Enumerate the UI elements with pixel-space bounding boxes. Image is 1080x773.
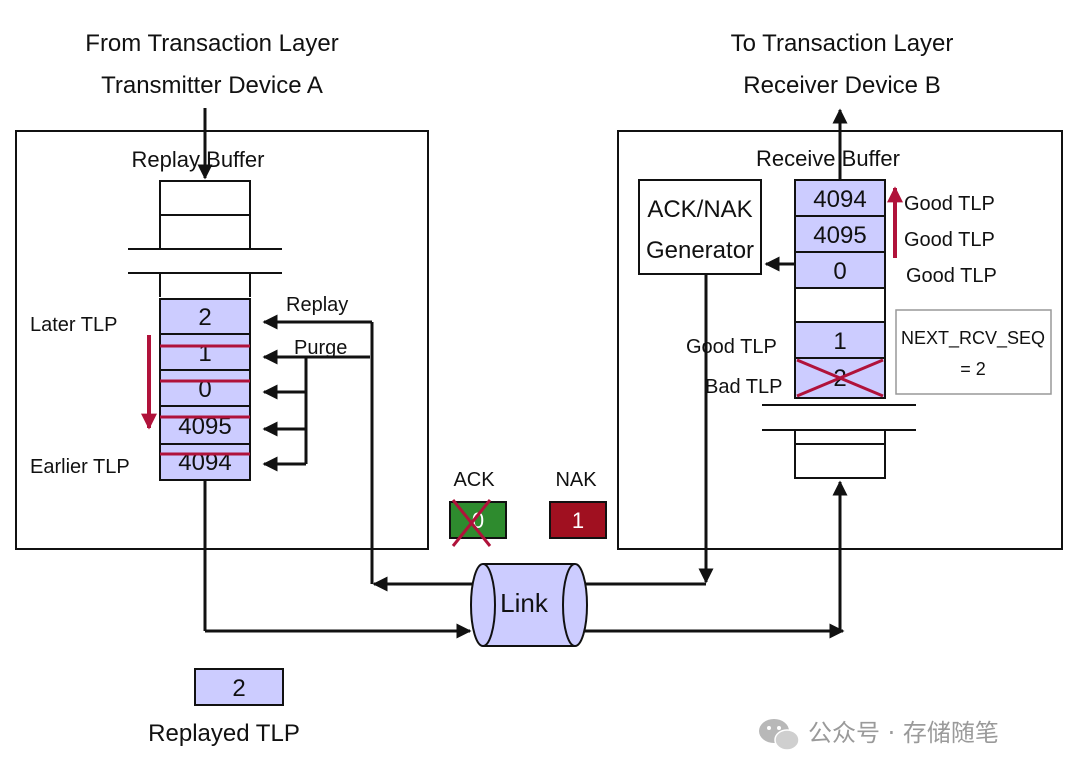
receive-buffer-title: Receive Buffer: [756, 146, 900, 171]
replay-slot-label: 2: [198, 304, 211, 331]
next-rcv-seq-value: = 2: [960, 359, 986, 379]
next-rcv-seq-box: [895, 309, 1052, 395]
bad-tlp-label: Bad TLP: [705, 376, 782, 398]
good-tlp-label: Good TLP: [904, 229, 995, 251]
link-label: Link: [500, 588, 549, 618]
wechat-icon: [759, 719, 800, 751]
header-receiver-device: Receiver Device B: [743, 72, 940, 99]
purge-label: Purge: [294, 337, 347, 359]
header-to-transaction-layer: To Transaction Layer: [731, 30, 954, 57]
nak-dllp: [549, 501, 607, 539]
generator-label-line2: Generator: [646, 237, 754, 264]
receive-slot: [794, 251, 886, 289]
good-tlp-left-label: Good TLP: [686, 336, 777, 358]
receive-empty-slot: [794, 287, 886, 323]
receive-slot-label: 1: [833, 328, 846, 355]
receive-slot-label: 4095: [813, 222, 866, 249]
replay-label: Replay: [286, 294, 348, 316]
watermark-text: 公众号 · 存储随笔: [808, 719, 999, 747]
earlier-tlp-label: Earlier TLP: [30, 456, 130, 478]
good-tlp-label: Good TLP: [906, 265, 997, 287]
nak-value: 1: [572, 508, 584, 533]
receive-slot-label: 0: [833, 258, 846, 285]
transmitter-frame: [15, 130, 429, 550]
ack-cross: [451, 499, 492, 547]
replayed-tlp-value: 2: [232, 675, 245, 702]
ack-nak-generator: [638, 179, 762, 275]
generator-label-line1: ACK/NAK: [647, 196, 752, 223]
next-rcv-seq-label: NEXT_RCV_SEQ: [901, 328, 1045, 349]
replay-empty-slot: [159, 214, 251, 250]
ack-label: ACK: [453, 469, 495, 491]
replay-slot: [159, 333, 251, 371]
receive-empty-slot: [794, 429, 886, 479]
replay-slot: [159, 443, 251, 481]
replay-slot: [159, 369, 251, 407]
replay-buffer-title: Replay Buffer: [132, 147, 265, 172]
receive-slot: [794, 215, 886, 253]
replay-slot: [159, 405, 251, 445]
replay-slot-label: 1: [198, 340, 211, 367]
replayed-tlp-label: Replayed TLP: [148, 720, 300, 747]
replay-empty-slot: [159, 180, 251, 216]
header-transmitter-device: Transmitter Device A: [101, 72, 323, 99]
header-from-transaction-layer: From Transaction Layer: [85, 30, 338, 57]
replay-slot-label: 0: [198, 376, 211, 403]
link-cylinder: [470, 563, 588, 647]
replay-slot: [159, 298, 251, 335]
bad-tlp-cross: [796, 358, 884, 398]
good-tlp-label: Good TLP: [904, 193, 995, 215]
replayed-tlp-box: [194, 668, 284, 706]
receive-slot-label: 4094: [813, 186, 866, 213]
later-tlp-label: Later TLP: [30, 314, 117, 336]
nak-label: NAK: [555, 469, 597, 491]
receive-slot: [794, 321, 886, 359]
